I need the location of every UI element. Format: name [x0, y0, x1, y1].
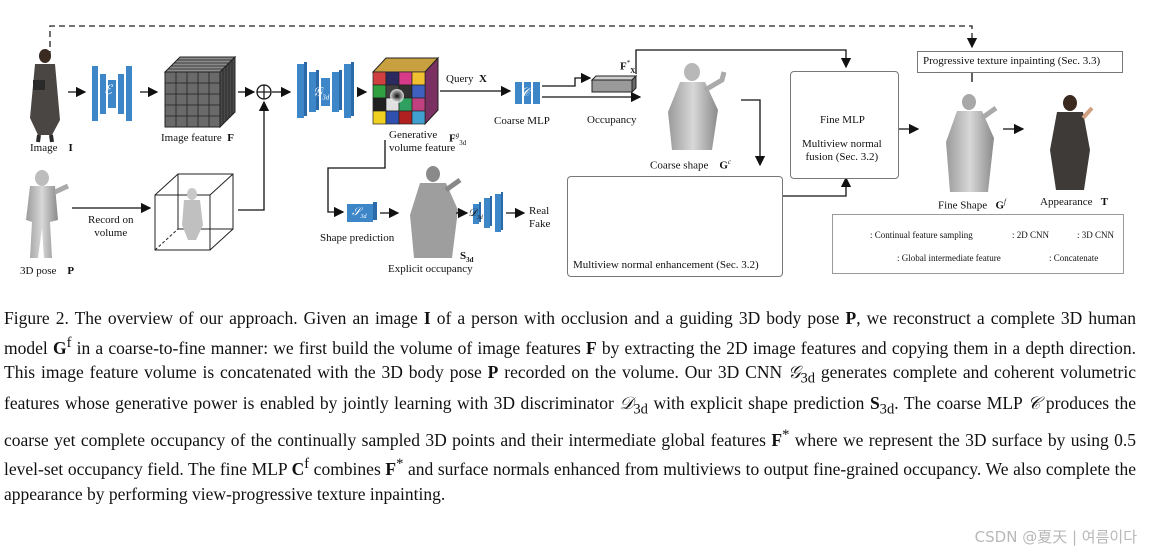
mv-fusion-label: Multiview normal fusion (Sec. 3.2)	[802, 138, 882, 163]
encoder-symbol: ℰ	[104, 82, 112, 97]
appearance-label: Appearance T	[1040, 196, 1109, 208]
legend-continual: : Continual feature sampling	[870, 230, 973, 240]
watermark: CSDN @夏天 | 여름이다	[974, 528, 1137, 546]
multiview-enh-label: Multiview normal enhancement (Sec. 3.2)	[573, 259, 759, 271]
query-label: Query X	[446, 73, 487, 85]
explicit-occ-label: Explicit occupancy	[388, 263, 473, 275]
fine-shape-label: Fine Shape Gf	[938, 198, 1006, 212]
g3d-3d-cnn	[297, 62, 354, 118]
g3d-symbol: 𝒢3d	[313, 84, 330, 102]
s3d-symbol: 𝒮3d	[352, 206, 367, 221]
c-symbol: 𝒞	[521, 85, 530, 99]
shape-pred-label: Shape prediction	[320, 232, 395, 244]
occupancy-label: Occupancy	[587, 114, 637, 126]
d3d-symbol: 𝒟3d	[468, 207, 483, 222]
gen-vol-symbol: Fg3d	[449, 131, 467, 147]
coarse-mlp-label: Coarse MLP	[494, 115, 550, 127]
figure-caption: Figure 2. The overview of our approach. …	[4, 308, 1136, 504]
s3d-output-symbol: S3d	[460, 250, 474, 265]
coarse-mlp-block	[515, 82, 540, 104]
overview-diagram: Image I 3D pose P Record on volume Image…	[20, 25, 1124, 277]
real-fake-label: Real Fake	[529, 205, 551, 230]
coarse-shape-figure	[668, 63, 727, 150]
cf-symbol: 𝒞f	[837, 91, 847, 104]
progressive-label: Progressive texture inpainting (Sec. 3.3…	[923, 55, 1101, 67]
fine-shape-figure	[946, 94, 998, 192]
appearance-figure	[1050, 95, 1094, 190]
s3d-3d-cnn	[347, 202, 377, 222]
input-image-person	[30, 49, 60, 143]
generative-volume-cube	[371, 56, 440, 126]
legend-3d-cnn: : 3D CNN	[1077, 230, 1115, 240]
fine-mlp-box	[790, 71, 899, 179]
d3d-3d-cnn	[473, 192, 503, 232]
gen-vol-label: Generative volume feature	[389, 129, 456, 154]
concat-symbol	[256, 84, 272, 100]
explicit-occupancy-figure	[410, 166, 462, 258]
fine-mlp-label: Fine MLP	[820, 114, 865, 126]
image-label: Image I	[30, 142, 73, 154]
image-feature-cube	[163, 55, 237, 129]
record-volume-cube	[154, 173, 234, 251]
top-dashed-line	[49, 25, 978, 57]
global-feature-bar	[590, 74, 638, 94]
image-feature-label: Image feature F	[161, 132, 234, 144]
legend-global-feat: : Global intermediate feature	[897, 253, 1001, 263]
legend-2d-cnn: : 2D CNN	[1012, 230, 1050, 240]
encoder-2d-cnn	[92, 66, 132, 121]
legend-box	[832, 214, 1124, 274]
record-label: Record on volume	[88, 214, 134, 239]
fx-symbol: F*X	[620, 59, 636, 75]
multiview-enhancement-box	[567, 176, 783, 277]
coarse-shape-label: Coarse shape Gc	[650, 158, 732, 172]
pose-figure	[26, 170, 70, 258]
progressive-box	[917, 51, 1123, 73]
legend-concat: : Concatenate	[1049, 253, 1099, 263]
pose-label: 3D pose P	[20, 265, 75, 277]
